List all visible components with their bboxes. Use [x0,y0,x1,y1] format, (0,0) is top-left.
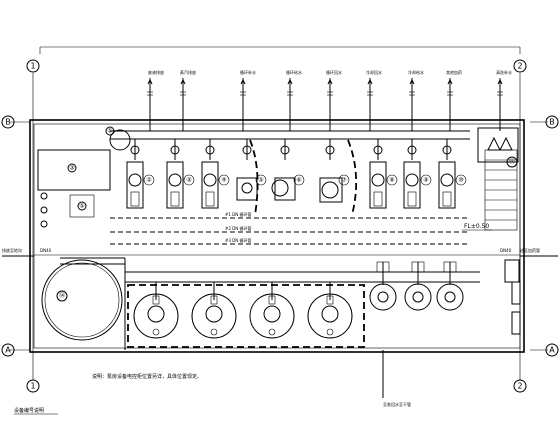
top-pipe-0 [147,78,153,131]
pump-unit-top-3: ⑤ [236,139,267,201]
svg-text:②: ② [146,177,152,184]
svg-text:⑨: ⑨ [423,177,428,184]
svg-text:⑦: ⑦ [341,177,347,184]
grid-bubble-A-left: A [1,343,15,357]
pump-unit-top-7: ⑨ [403,139,432,209]
svg-text:2: 2 [517,62,522,71]
svg-text:B: B [5,118,11,127]
svg-text:③: ③ [186,177,191,184]
svg-text:⑰: ⑰ [509,158,515,166]
pump-unit-small-0 [369,261,397,311]
legend-caption: 设备编号说明 [14,407,44,414]
right-panels [504,259,521,335]
top-pipe-3 [287,78,293,131]
svg-text:④: ④ [221,177,226,184]
room-walls [29,119,525,353]
left-inlet-label: 排放至地沟 [2,247,22,253]
grid-bubble-1-top: 1 [26,59,40,73]
top-label-1: 蒸汽排放 [180,69,196,75]
equipment-17: ⑰ [477,127,519,168]
svg-text:1: 1 [30,382,35,391]
top-pipe-8 [497,78,503,131]
top-label-8: 清洗补水 [496,69,512,75]
pump-unit-top-4: ⑥ [271,139,305,201]
pump-unit-bottom-2 [249,282,295,339]
svg-text:⑭: ⑭ [59,292,65,300]
main-header-pipe [110,130,470,140]
svg-text:1: 1 [30,62,35,71]
pump-unit-top-0: ② [126,139,155,209]
pump-row-bottom [133,261,464,339]
grid-bubble-1-bottom: 1 [26,379,40,393]
pump-unit-top-8: ⑩ [438,139,467,209]
pump-unit-bottom-3 [307,282,353,339]
top-label-7: 其他加药 [446,69,462,75]
top-label-5: 冷却回水 [366,69,382,75]
svg-text:⑧: ⑧ [389,177,394,184]
top-pipe-group [147,78,503,131]
pipe-label-3: #3 DN 循环管 [225,237,252,243]
top-label-3: 循环给水 [286,69,302,75]
equipment-box-3: ③ [37,149,111,191]
top-label-6: 冷却给水 [408,69,424,75]
pump-unit-small-1 [404,261,432,311]
pump-unit-top-1: ③ [166,139,195,209]
pump-unit-small-2 [436,261,464,311]
top-pipe-4 [327,78,333,131]
svg-text:⑤: ⑤ [79,203,84,210]
bottom-label: 至各回水至干管 [383,401,411,407]
dashed-zone-arcs [249,139,358,216]
right-pipe-size: DN40 [500,248,512,253]
top-label-4: 循环回水 [326,69,342,75]
bottom-manifold [124,258,480,350]
top-pipe-1 [180,78,186,131]
top-label-2: 循环补水 [240,69,256,75]
equipment-1: ① [105,126,131,151]
grid-bubble-B-right: B [545,115,559,129]
svg-text:⑥: ⑥ [296,177,301,184]
grid-bubble-2-top: 2 [513,59,527,73]
pipe-label-2: #2 DN 循环管 [225,225,252,231]
top-pipe-2 [240,78,246,131]
svg-text:①: ① [107,128,112,135]
dashed-pipes [110,217,470,245]
grid-bubble-2-bottom: 2 [513,379,527,393]
equipment-cluster-left: ⑤ [40,192,95,228]
pump-unit-top-2: ④ [201,139,230,209]
svg-text:2: 2 [517,382,522,391]
pump-unit-bottom-1 [191,282,237,339]
axis-lines [10,46,548,380]
grid-bubble-A-right: A [545,343,559,357]
pump-row-top: ② ③ ④ ⑤ ⑥ ⑦ ⑧ ⑨ ⑩ [126,139,467,209]
left-pipe-size: DN40 [40,248,52,253]
svg-text:③: ③ [69,165,74,172]
svg-text:B: B [549,118,555,127]
top-pipe-6 [409,78,415,131]
grid-bubble-B-left: B [1,115,15,129]
svg-text:⑤: ⑤ [258,177,263,184]
top-label-0: 废液排放 [148,69,164,75]
storage-tank-14: ⑭ [41,257,125,341]
note-text: 说明：泵房设备电控柜位置另详，具体位置现定。 [92,373,202,380]
svg-text:A: A [549,346,555,355]
dashed-pump-enclosure [127,284,365,348]
pump-unit-top-5: ⑦ [319,139,350,203]
top-pipe-5 [367,78,373,131]
right-outlet-label: 进至加药管 [520,247,540,253]
pipe-label-1: #1 DN 循环管 [225,211,252,217]
svg-text:⑩: ⑩ [458,177,463,184]
pump-unit-top-6: ⑧ [369,139,398,209]
top-pipe-7 [447,78,453,131]
pump-unit-bottom-0 [133,282,179,339]
svg-text:A: A [5,346,11,355]
level-label: FL±0.50 [464,223,489,230]
